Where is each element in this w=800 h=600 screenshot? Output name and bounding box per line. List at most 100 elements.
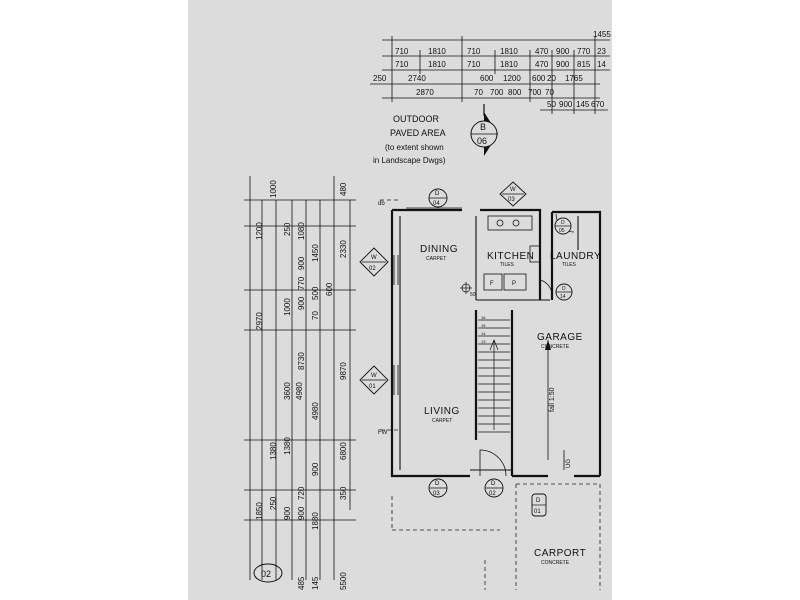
svg-text:250: 250 [373,74,387,83]
svg-text:600: 600 [325,282,334,296]
db-label: db [378,201,385,207]
svg-text:50: 50 [470,292,476,298]
svg-text:1810: 1810 [500,60,518,69]
svg-text:LIVING: LIVING [424,406,460,417]
svg-text:UG: UG [566,459,572,468]
svg-text:1810: 1810 [500,47,518,56]
svg-text:1200: 1200 [255,222,264,240]
svg-text:770: 770 [577,47,591,56]
svg-text:1000: 1000 [283,298,292,316]
svg-text:250: 250 [269,496,278,510]
marker-w03-top: W 03 [499,181,527,207]
svg-text:70: 70 [311,311,320,320]
svg-text:01: 01 [534,509,541,515]
marker-d05: D 05 [554,217,572,235]
dim-top-row3: 710 1810 710 1810 470 900 815 14 [395,60,606,69]
svg-text:15: 15 [481,323,486,328]
room-label-laundry: LAUNDRY TILES [550,251,601,268]
dim-top-row5: 2870 70 700 800 700 70 [416,88,554,97]
svg-text:1850: 1850 [255,502,264,520]
marker-w02: W 02 [359,247,389,277]
svg-text:710: 710 [467,60,481,69]
marker-d14: D 14 [555,283,573,301]
svg-text:02: 02 [489,491,496,497]
svg-text:CONCRETE: CONCRETE [541,344,570,350]
room-label-carport: CARPORT CONCRETE [534,548,586,566]
svg-text:900: 900 [283,506,292,520]
building-walls [390,208,602,478]
garage-fall-arrow: fall 1:50 UG [545,340,572,470]
svg-text:720: 720 [297,486,306,500]
svg-text:D: D [435,481,440,487]
left-dimension-strings [244,176,356,580]
svg-text:14: 14 [597,60,606,69]
svg-text:500: 500 [311,286,320,300]
svg-text:900: 900 [311,462,320,476]
marker-w01: W 01 [359,365,389,395]
svg-text:3600: 3600 [283,382,292,400]
svg-text:23: 23 [597,47,606,56]
svg-text:480: 480 [339,182,348,196]
svg-text:CARPET: CARPET [432,418,452,424]
svg-text:D: D [562,286,566,292]
svg-text:4980: 4980 [311,402,320,420]
svg-text:1080: 1080 [297,222,306,240]
svg-text:LAUNDRY: LAUNDRY [550,251,601,262]
section-marker-b06: B 06 [470,104,498,156]
svg-text:1380: 1380 [283,437,292,455]
svg-text:16: 16 [481,315,486,320]
svg-text:D: D [491,481,496,487]
svg-text:1000: 1000 [269,180,278,198]
svg-text:485: 485 [297,576,306,590]
stair-numbers: 16 15 14 13 [481,315,486,344]
svg-text:70: 70 [474,88,483,97]
svg-text:02: 02 [261,569,271,579]
svg-text:in Landscape Dwgs): in Landscape Dwgs) [373,156,446,165]
svg-text:(to extent shown: (to extent shown [385,143,444,152]
svg-text:4980: 4980 [295,382,304,400]
svg-text:600: 600 [532,74,546,83]
room-label-kitchen: KITCHEN TILES [487,251,534,268]
svg-text:W: W [510,187,516,193]
svg-text:2740: 2740 [408,74,426,83]
plan-tag-02: 02 [253,563,283,583]
svg-text:06: 06 [477,136,487,146]
svg-text:KITCHEN: KITCHEN [487,251,534,262]
doors [479,213,575,477]
staircase [478,319,510,433]
marker-d02: D 02 [484,478,504,498]
dim-top-row6: 50 900 145 670 [547,100,605,109]
svg-text:710: 710 [395,60,409,69]
pantry-label: P [512,281,516,287]
svg-text:D: D [435,191,440,197]
svg-text:70: 70 [545,88,554,97]
svg-text:800: 800 [508,88,522,97]
svg-text:TILES: TILES [562,262,577,268]
room-label-dining: DINING CARPET [420,244,458,262]
svg-text:470: 470 [535,47,549,56]
svg-text:05: 05 [559,228,565,234]
svg-text:02: 02 [369,266,376,272]
svg-text:8730: 8730 [297,352,306,370]
svg-text:815: 815 [577,60,591,69]
svg-text:W: W [371,373,377,379]
dim-top-row2: 710 1810 710 1810 470 900 770 23 [395,47,606,56]
svg-text:14: 14 [560,294,566,300]
svg-text:03: 03 [433,491,440,497]
svg-text:1810: 1810 [428,60,446,69]
svg-text:350: 350 [339,486,348,500]
svg-text:900: 900 [297,506,306,520]
svg-text:5500: 5500 [339,572,348,590]
svg-text:1200: 1200 [503,74,521,83]
svg-text:14: 14 [481,331,486,336]
fw-label: FW [378,430,388,436]
svg-text:CONCRETE: CONCRETE [541,560,570,566]
svg-text:900: 900 [556,47,570,56]
svg-text:9870: 9870 [339,362,348,380]
marker-d03: D 03 [428,478,448,498]
svg-text:700: 700 [490,88,504,97]
svg-text:D: D [561,220,565,226]
svg-text:900: 900 [559,100,573,109]
svg-text:04: 04 [433,201,440,207]
svg-text:900: 900 [297,296,306,310]
